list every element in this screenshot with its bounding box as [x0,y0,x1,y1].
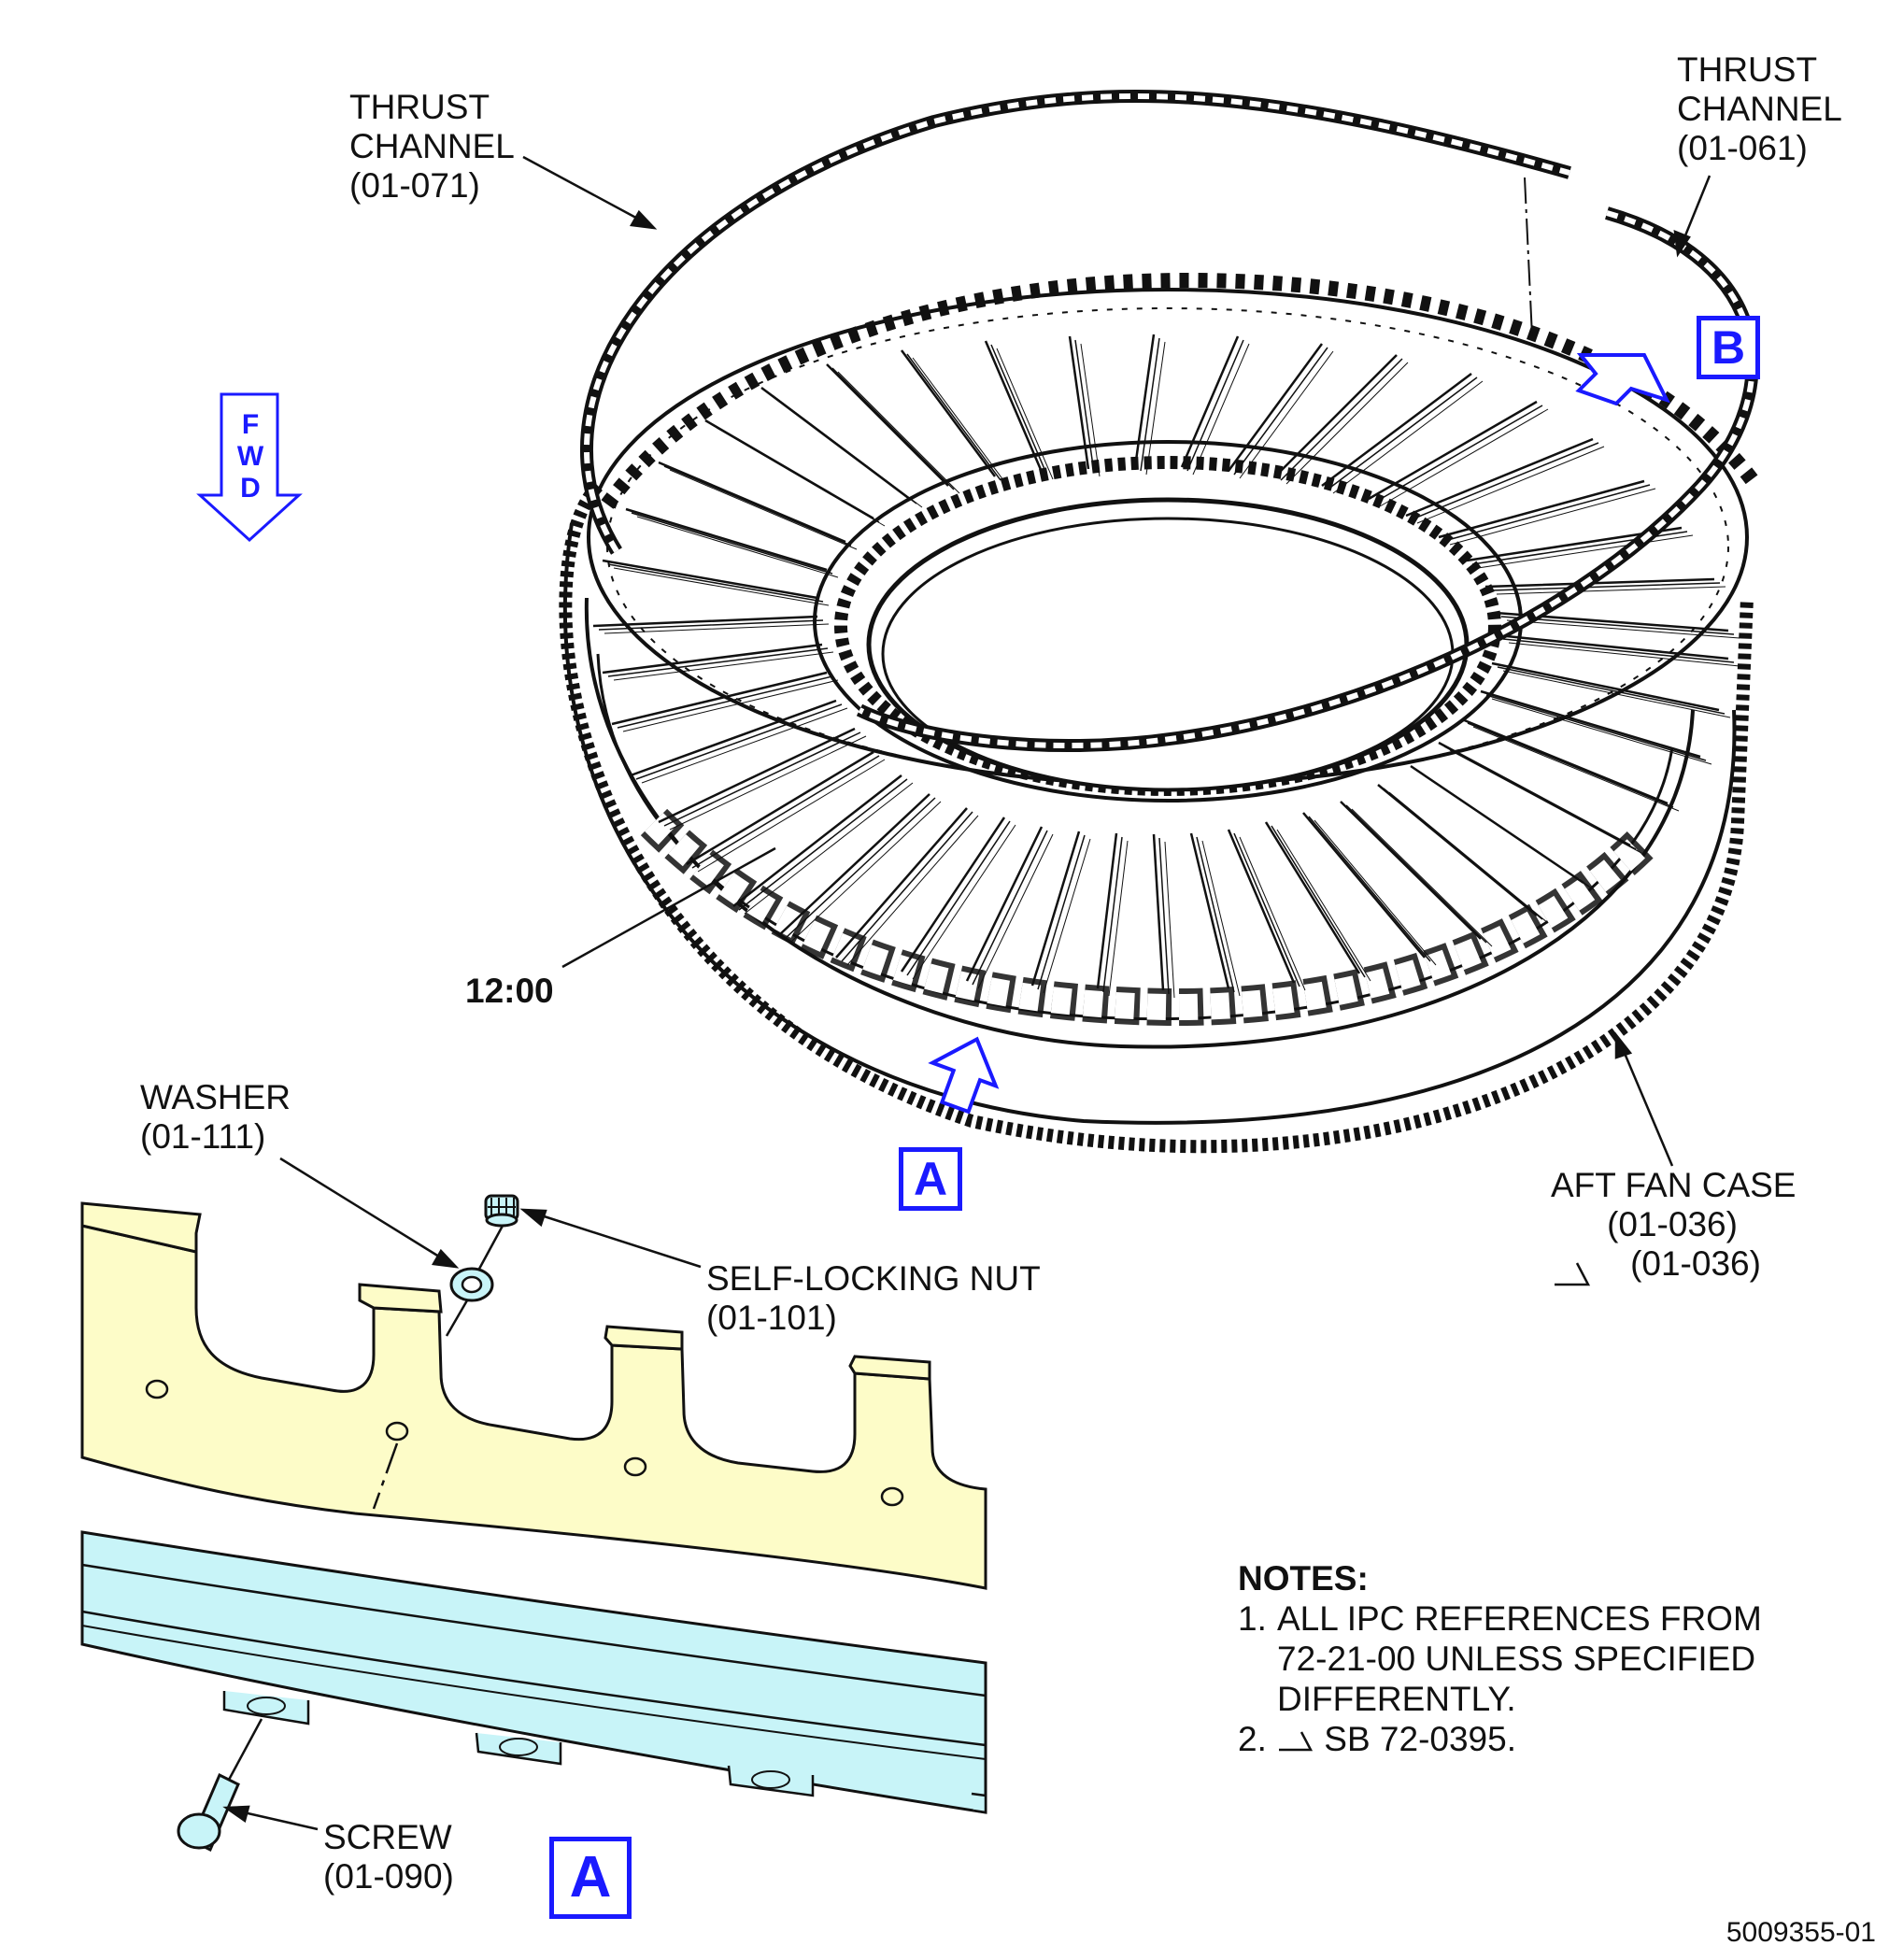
detail-a-channel [80,1530,987,1814]
detail-a-flange [80,1201,987,1590]
label-washer: WASHER (01-111) [140,1078,291,1157]
fwd-letter-d: D [240,473,261,504]
label-clock-position: 12:00 [465,972,554,1010]
detail-centerlines [227,1225,504,1781]
label-line: (01-111) [140,1117,266,1156]
fwd-label: F W D [234,409,267,504]
document-id: 5009355-01 [1726,1917,1876,1948]
leader-lines [522,155,1711,1167]
label-line: (01-061) [1677,129,1808,167]
label-line: THRUST [349,88,490,126]
fwd-letter-w: W [236,441,264,472]
detail-title-a: A [549,1837,632,1919]
sb-flag-icon [1555,1262,1591,1286]
thrust-channel-left [579,89,1571,555]
view-marker-a: A [899,1147,962,1211]
note-text: ALL IPC REFERENCES FROM 72-21-00 UNLESS … [1277,1598,1762,1719]
self-locking-nut-icon [484,1194,519,1228]
label-line: (01-036) [1630,1244,1761,1283]
view-arrow-icon [928,1036,1000,1115]
detail-leaders [222,1157,702,1831]
label-line: THRUST [1677,50,1818,89]
guide-vanes [592,334,1741,1000]
note-line: DIFFERENTLY. [1277,1680,1516,1718]
label-line: CHANNEL [349,127,515,165]
note-item: 1. ALL IPC REFERENCES FROM 72-21-00 UNLE… [1238,1598,1762,1719]
note-line: 72-21-00 UNLESS SPECIFIED [1277,1640,1756,1678]
fwd-letter-f: F [241,409,260,440]
screw-icon [177,1772,240,1853]
sb-flag-icon [1279,1731,1314,1752]
note-line: ALL IPC REFERENCES FROM [1277,1599,1762,1638]
washer-icon [449,1267,494,1302]
notes-heading: NOTES: [1238,1559,1369,1598]
note-item: 2. SB 72-0395. [1238,1719,1762,1759]
label-line: (01-036) [1607,1205,1738,1243]
view-arrow-b-icon [1575,353,1670,406]
note-number: 2. [1238,1720,1267,1758]
label-line: (01-090) [323,1857,454,1896]
note-number: 1. [1238,1599,1267,1638]
inner-hub [813,440,1523,802]
label-thrust-channel-right: THRUST CHANNEL (01-061) [1677,50,1842,168]
note-line: SB 72-0395. [1324,1720,1516,1758]
view-marker-b: B [1697,316,1760,379]
label-line: AFT FAN CASE [1551,1166,1797,1204]
label-line: CHANNEL [1677,90,1842,128]
label-line: SELF-LOCKING NUT [706,1259,1041,1298]
label-line: (01-071) [349,166,480,205]
label-aft-fan-case: AFT FAN CASE (01-036) (01-036) [1551,1166,1797,1284]
label-thrust-channel-left: THRUST CHANNEL (01-071) [349,88,515,206]
label-self-locking-nut: SELF-LOCKING NUT (01-101) [706,1259,1041,1338]
notes-block: NOTES: 1. ALL IPC REFERENCES FROM 72-21-… [1238,1558,1762,1759]
label-line: SCREW [323,1818,452,1856]
split-centerline [1524,177,1533,337]
label-screw: SCREW (01-090) [323,1818,454,1896]
label-line: WASHER [140,1078,291,1116]
note-text: SB 72-0395. [1277,1719,1516,1759]
fwd-arrow-icon [196,392,303,543]
label-line: (01-101) [706,1299,837,1337]
